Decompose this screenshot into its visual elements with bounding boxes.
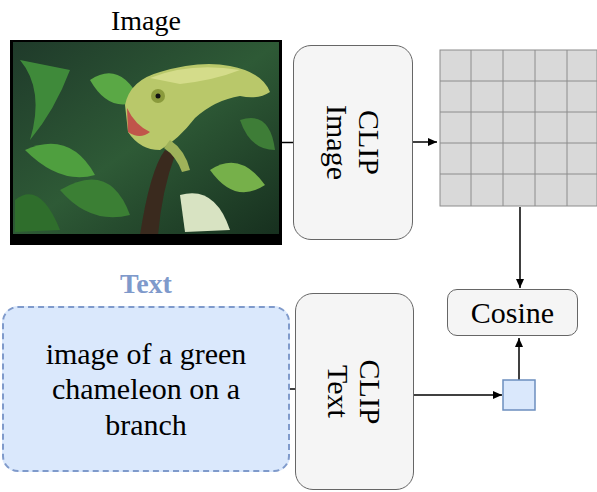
encoder-box: CLIP Text [295, 293, 414, 490]
photo-frame [10, 40, 282, 245]
arrows [413, 142, 520, 395]
node-text: Image [10, 2, 282, 40]
text-input-box: Text image of a green chameleon on a bran… [2, 262, 290, 472]
node-text: Cosine [471, 296, 554, 330]
dashed-text-box: image of a green chameleon on a branch [2, 306, 290, 472]
cosine-box: Cosine [447, 289, 578, 336]
encoder-box: CLIP Image [293, 45, 413, 240]
chameleon-photo [10, 40, 282, 245]
feature-grid [440, 50, 597, 206]
node-text: image of a green chameleon on a branch [10, 336, 282, 442]
image-panel: Image [10, 2, 282, 245]
connector [282, 142, 293, 144]
node-text: Text [2, 262, 290, 306]
node-text: CLIP Text [323, 360, 386, 424]
node-text: CLIP Image [321, 105, 384, 180]
text-embedding [503, 380, 535, 410]
